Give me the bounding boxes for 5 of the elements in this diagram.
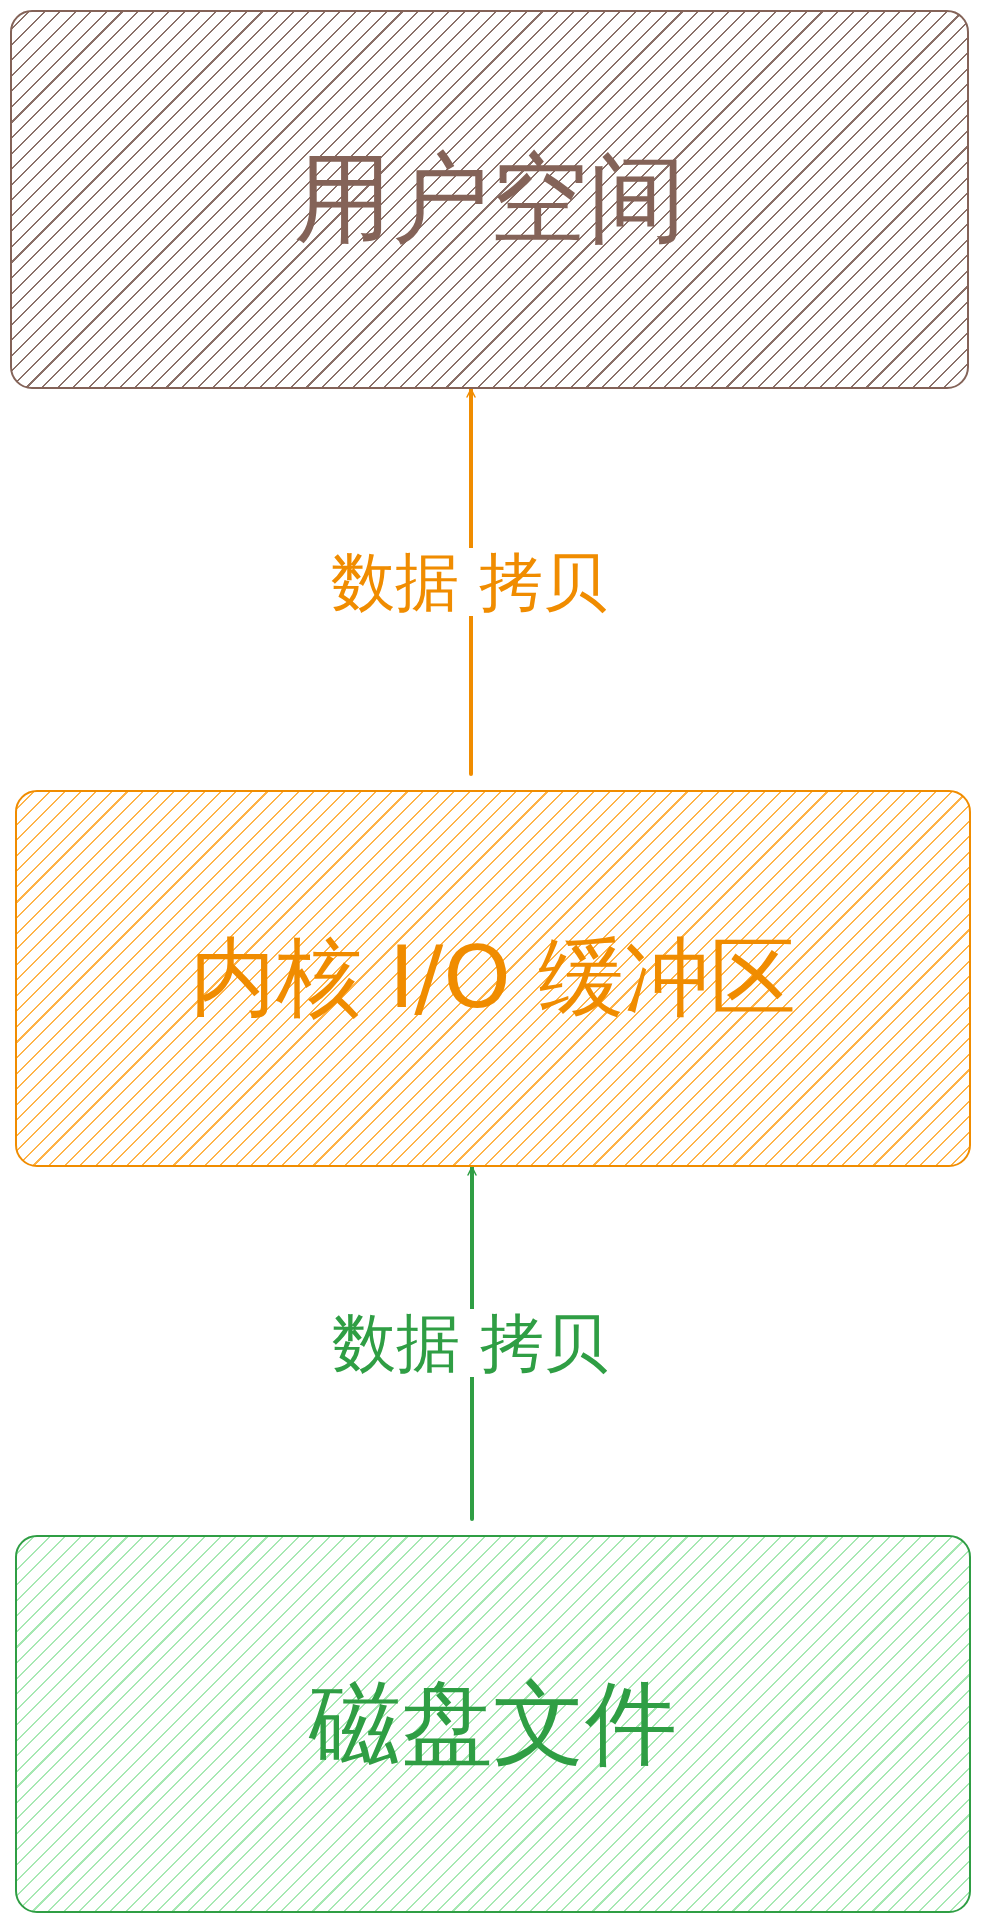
box-title: 磁盘文件 xyxy=(309,1669,677,1779)
edge-label: 数据 拷贝 xyxy=(330,547,608,616)
process-box xyxy=(10,10,969,389)
edge-label: 数据 拷贝 xyxy=(331,1309,609,1377)
process-box xyxy=(15,1535,971,1913)
